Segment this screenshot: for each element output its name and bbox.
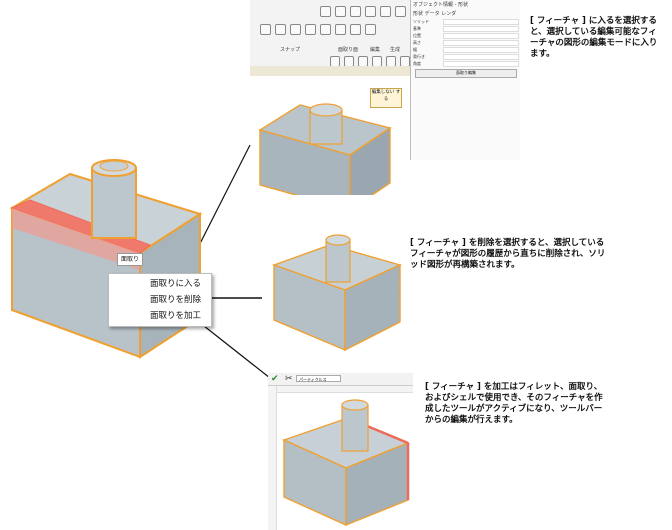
property-row: 角度 bbox=[413, 61, 519, 67]
tool-icon[interactable] bbox=[365, 5, 376, 17]
tool-icon[interactable] bbox=[335, 5, 346, 17]
menu-item-delete-chamfer[interactable]: 面取りを削除 bbox=[149, 295, 201, 305]
callout-process: [ フィーチャ ] を加工はフィレット、面取り、およびシェルで使用でき、そのフィ… bbox=[425, 382, 603, 425]
bottom-screenshot: ✔ ✂ パーティクルス bbox=[268, 373, 413, 530]
tool-icon[interactable] bbox=[335, 23, 346, 35]
property-field[interactable] bbox=[443, 26, 519, 32]
property-field[interactable] bbox=[443, 47, 519, 53]
tool-icon[interactable] bbox=[320, 23, 331, 35]
property-row: 位置 bbox=[413, 33, 519, 39]
property-label: 高さ bbox=[413, 40, 421, 45]
property-row: 基準 bbox=[413, 26, 519, 32]
tool-icon[interactable] bbox=[365, 23, 376, 35]
property-field[interactable] bbox=[443, 54, 519, 60]
toolbar-label: 生成 bbox=[390, 47, 401, 53]
toolbar-label: 編集 bbox=[370, 47, 381, 53]
property-row: 幅 bbox=[413, 47, 519, 53]
chamfer-edit-label: 面取り編集 bbox=[456, 70, 476, 75]
property-label: 幅 bbox=[413, 47, 417, 52]
chamfer-edit-button[interactable]: 面取り編集 bbox=[415, 69, 517, 78]
tab-shape[interactable]: 形状 bbox=[413, 11, 424, 17]
ruler-horizontal bbox=[276, 386, 413, 393]
property-label: 位置 bbox=[413, 33, 421, 38]
property-row: ソリッド bbox=[413, 19, 519, 25]
menu-item-enter-chamfer[interactable]: 面取りに入る bbox=[149, 279, 201, 289]
property-field[interactable] bbox=[443, 19, 519, 25]
properties-title: オブジェクト情報 - 形状 bbox=[413, 2, 468, 8]
tool-input[interactable]: パーティクルス bbox=[296, 375, 341, 382]
tool-icon[interactable] bbox=[380, 5, 391, 17]
bottom-solid-svg bbox=[282, 399, 410, 527]
property-label: ソリッド bbox=[413, 19, 429, 24]
btm-cylinder-top bbox=[341, 399, 369, 411]
tab-render[interactable]: レンダ bbox=[441, 11, 457, 17]
property-label: 基準 bbox=[413, 26, 421, 31]
property-label: 奥行き bbox=[413, 54, 425, 59]
mid-cylinder-body bbox=[325, 239, 351, 283]
property-row: 奥行き bbox=[413, 54, 519, 60]
ruler-vertical bbox=[268, 386, 277, 530]
properties-tabs: 形状 データ レンダ bbox=[411, 9, 520, 18]
edit-toolbar: ✔ ✂ パーティクルス bbox=[268, 373, 413, 386]
main-cylinder-body bbox=[91, 167, 137, 239]
property-field[interactable] bbox=[443, 61, 519, 67]
mid-box-side bbox=[344, 263, 401, 352]
box-side-face bbox=[349, 126, 391, 195]
toolbar-row-1 bbox=[250, 4, 410, 18]
property-field[interactable] bbox=[443, 40, 519, 46]
property-field[interactable] bbox=[443, 33, 519, 39]
property-label: 角度 bbox=[413, 61, 421, 66]
toolbar-label: スナップ bbox=[280, 47, 301, 53]
confirm-icon[interactable]: ✔ bbox=[271, 374, 279, 384]
toolbar-row-2 bbox=[250, 22, 410, 36]
tool-icon[interactable] bbox=[290, 23, 301, 35]
tool-icon[interactable] bbox=[275, 23, 286, 35]
tool-icon[interactable] bbox=[260, 23, 271, 35]
tool-icon[interactable] bbox=[305, 23, 316, 35]
callout-delete: [ フィーチャ ] を削除を選択すると、選択しているフィーチャが図形の履歴から直… bbox=[410, 238, 606, 270]
properties-panel: オブジェクト情報 - 形状 形状 データ レンダ ソリッド 基準 位置 高さ 幅… bbox=[410, 0, 520, 160]
menu-item-process-chamfer[interactable]: 面取りを加工 bbox=[149, 311, 201, 321]
tool-icon[interactable] bbox=[320, 5, 331, 17]
top-screenshot: スナップ 面取り面 編集 生成 編集しない する オブジェクト情報 - 形状 形… bbox=[250, 0, 520, 195]
main-cylinder-chamfer bbox=[99, 160, 129, 172]
toolbar-label: 面取り面 bbox=[338, 47, 359, 53]
feature-tag: 面取り bbox=[117, 253, 143, 266]
btm-cylinder-body bbox=[341, 404, 369, 452]
toolbar: スナップ 面取り面 編集 生成 bbox=[250, 0, 410, 67]
mid-cylinder-top bbox=[325, 234, 351, 246]
tab-data[interactable]: データ bbox=[424, 11, 440, 17]
chamfer-tool-icon[interactable]: ✂ bbox=[285, 374, 293, 384]
tool-icon[interactable] bbox=[350, 23, 361, 35]
cylinder-top bbox=[309, 103, 343, 117]
context-menu: 面取りに入る 面取りを削除 面取りを加工 bbox=[108, 273, 212, 327]
tool-icon[interactable] bbox=[350, 5, 361, 17]
callout-enter: [ フィーチャ ] に入るを選択すると、選択している編集可能なフィーチャの図形の… bbox=[530, 16, 658, 59]
edit-mode-button[interactable]: 編集しない する bbox=[370, 88, 402, 108]
tool-icon[interactable] bbox=[395, 5, 406, 17]
chamfer-face bbox=[12, 208, 140, 270]
top-solid-svg bbox=[258, 103, 392, 195]
box-front-face bbox=[259, 129, 351, 195]
property-row: 高さ bbox=[413, 40, 519, 46]
ribbon-bar bbox=[250, 66, 410, 76]
